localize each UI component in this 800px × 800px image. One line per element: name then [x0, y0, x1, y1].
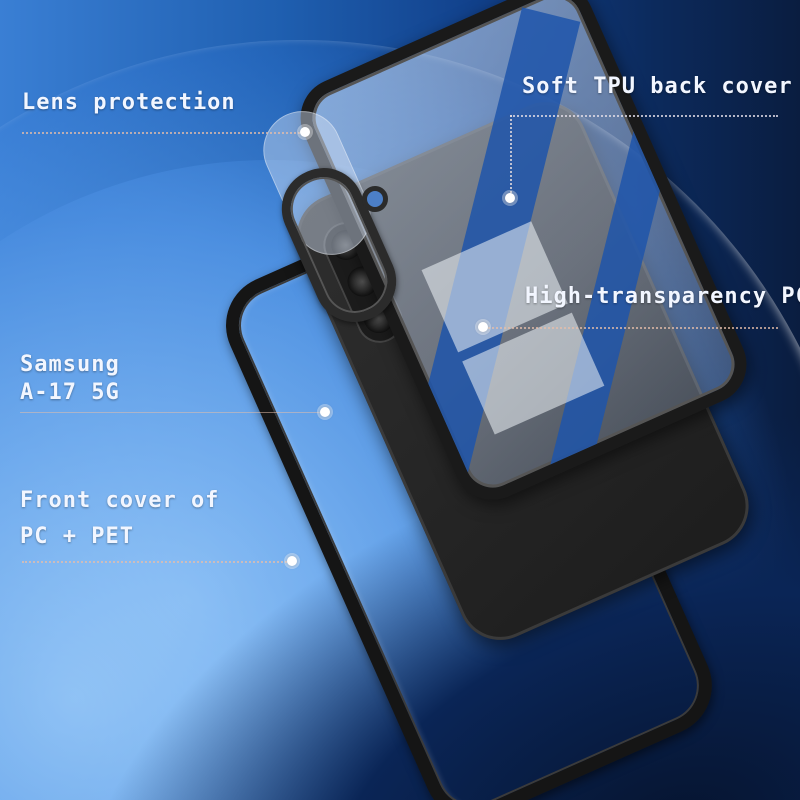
callout-front-cover-line1: Front cover of — [20, 488, 220, 513]
callout-back-cover-line-vertical — [510, 115, 512, 197]
callout-front-cover-line2: PC + PET — [20, 524, 134, 549]
callout-device-model-dot — [320, 407, 330, 417]
callout-pc-dot — [478, 322, 488, 332]
callout-front-cover-dot — [287, 556, 297, 566]
callout-lens-protection-dot — [300, 127, 310, 137]
callout-pc-label: High-transparency PC — [525, 284, 800, 309]
callout-device-model-line — [20, 412, 322, 413]
callout-front-cover-line — [22, 561, 287, 563]
callout-back-cover-dot — [505, 193, 515, 203]
callout-back-cover-line — [510, 115, 778, 117]
callout-lens-protection-line — [22, 132, 300, 134]
callout-lens-protection-label: Lens protection — [22, 90, 236, 115]
callout-device-model-line2: A-17 5G — [20, 380, 120, 405]
callout-device-model-line1: Samsung — [20, 352, 120, 377]
callout-back-cover-label: Soft TPU back cover — [522, 74, 793, 99]
flash-cutout-icon — [362, 186, 388, 212]
callout-pc-line — [484, 327, 778, 329]
